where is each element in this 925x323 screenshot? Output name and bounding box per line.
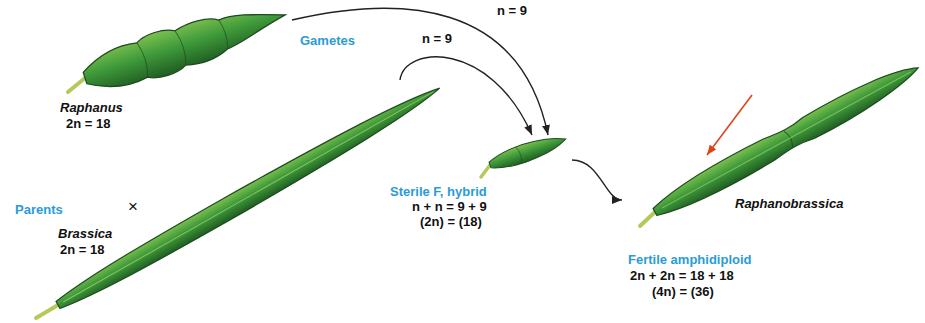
pointer-arrow [707, 95, 752, 155]
species-name: Raphanobrassica [735, 196, 843, 211]
chromosome-count: 2n = 18 [66, 116, 110, 131]
pod-body [649, 57, 924, 223]
species-name: Brassica [58, 226, 112, 241]
pod-stem [481, 165, 490, 177]
stage-label: Gametes [300, 33, 355, 48]
cross-arrow [292, 8, 548, 135]
stage-label: Parents [15, 202, 63, 217]
pod-node: RaphanobrassicaFertile amphidiploid2n + … [622, 62, 922, 302]
raphanus-pod [68, 0, 292, 99]
raphanobrassica-pod [640, 57, 924, 226]
species-name: Raphanus [60, 100, 123, 115]
hybrid-pod [481, 131, 569, 177]
pod-node: Brassica2n = 18 [25, 80, 447, 321]
generation-label: Fertile amphidiploid [628, 252, 752, 267]
cross-arrow [400, 57, 532, 135]
gamete-label: n = 9 [495, 3, 529, 18]
pod-node: Raphanus2n = 18 [55, 5, 292, 134]
brassica-pod [36, 79, 445, 318]
chromosome-count: 2n = 18 [60, 242, 104, 257]
generation-label: Sterile F, hybrid [390, 184, 487, 199]
pod-node: Sterile F, hybridn + n = 9 + 9(2n) = (18… [385, 135, 572, 232]
cross-symbol: × [128, 198, 138, 215]
gamete-sum: n + n = 9 + 9 [412, 199, 487, 214]
pod-body [53, 79, 446, 315]
pod-stem [36, 305, 58, 318]
pod-ridge [662, 72, 911, 208]
gamete-label: n = 9 [420, 31, 454, 46]
pod-ridge [63, 92, 433, 302]
pod-stem [68, 78, 85, 92]
pod-body [78, 0, 292, 99]
cross-arrow [572, 160, 622, 200]
pod-stem [640, 212, 655, 226]
pod-body [487, 131, 568, 174]
pod-segment [137, 17, 231, 78]
chromosome-count: (2n) = (18) [420, 214, 482, 229]
pod-segment [515, 146, 523, 164]
gamete-sum: 2n + 2n = 18 + 18 [630, 268, 734, 283]
chromosome-count: (4n) = (36) [652, 284, 714, 299]
